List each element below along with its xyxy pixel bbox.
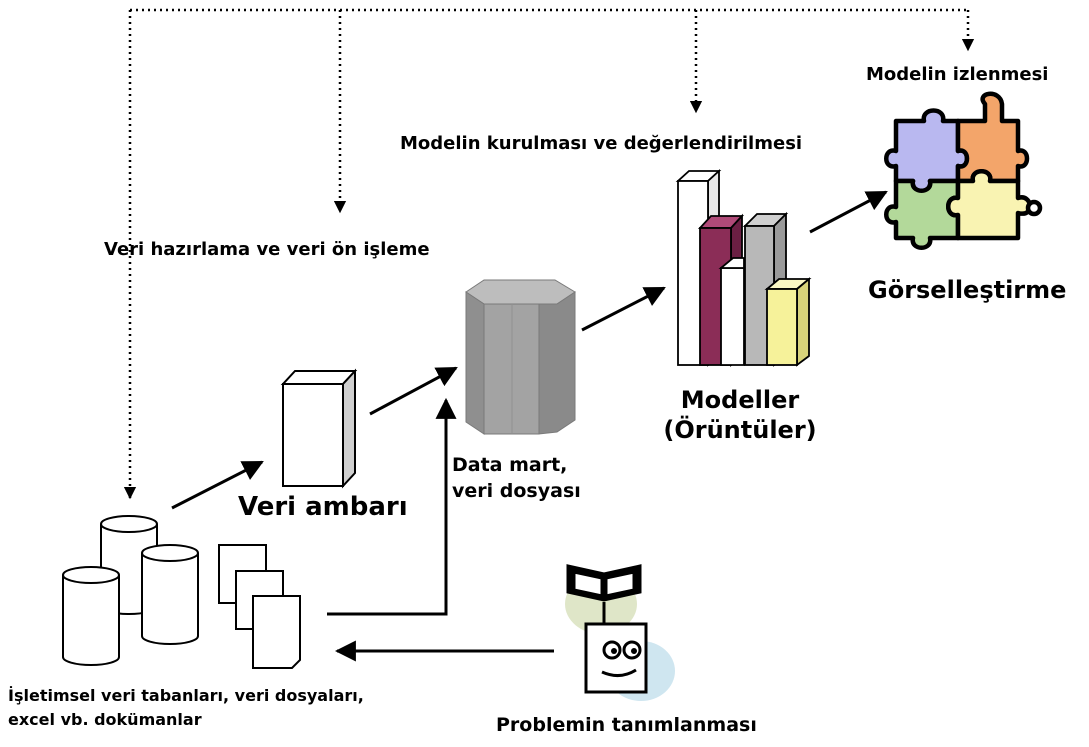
flow-arrows — [171, 190, 888, 662]
puzzle-icon — [884, 91, 1043, 250]
label-data-mart-line2: veri dosyası — [452, 480, 581, 502]
documents-icon — [218, 544, 301, 669]
label-models-line1: Modeller — [680, 386, 800, 414]
label-data-preparation: Veri hazırlama ve veri ön işleme — [104, 239, 430, 260]
data-mart-icon — [465, 279, 576, 435]
label-models-line2: (Örüntüler) — [663, 416, 817, 444]
label-sources-line1: İşletimsel veri tabanları, veri dosyalar… — [8, 686, 364, 705]
problem-definition-icon — [565, 564, 675, 701]
label-data-mart-line1: Data mart, — [452, 454, 568, 476]
label-sources-line2: excel vb. dokümanlar — [8, 710, 202, 729]
label-data-warehouse: Veri ambarı — [238, 492, 408, 522]
data-warehouse-icon — [280, 368, 358, 489]
label-model-monitoring: Modelin izlenmesi — [866, 64, 1049, 85]
models-bar-chart-icon — [675, 168, 812, 368]
label-data-mart: Data mart, veri dosyası — [452, 452, 581, 504]
label-visualization: Görselleştirme — [868, 276, 1067, 304]
label-models: Modeller (Örüntüler) — [654, 386, 826, 444]
feedback-dotted-lines — [123, 8, 975, 500]
database-cylinders-icon — [62, 515, 199, 666]
label-operational-sources: İşletimsel veri tabanları, veri dosyalar… — [8, 684, 364, 732]
label-problem-definition: Problemin tanımlanması — [496, 714, 757, 736]
label-model-building: Modelin kurulması ve değerlendirilmesi — [400, 133, 803, 154]
